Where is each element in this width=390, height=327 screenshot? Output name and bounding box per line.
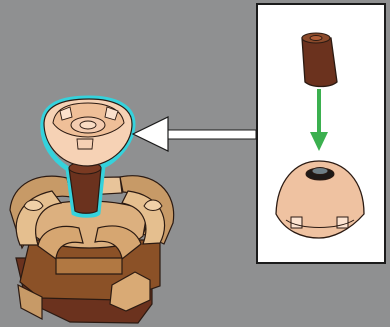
- inset-cone-hole: [310, 36, 322, 41]
- inset-assembly-arrow-head: [310, 132, 328, 151]
- cone-piece: [69, 168, 101, 213]
- head-center-stud-inner: [80, 121, 96, 129]
- inset-panel: [256, 3, 386, 264]
- base-front-detail: [56, 258, 122, 274]
- inset-head-notch-left: [291, 217, 302, 228]
- head-notch-front: [77, 139, 93, 149]
- callout-arrow: [133, 117, 256, 151]
- inset-head-notch-right: [337, 217, 348, 228]
- inset-head-top-hole: [312, 168, 328, 175]
- callout-arrow-shaft: [162, 130, 256, 139]
- callout-arrow-head: [133, 117, 168, 151]
- inset-illustration: [258, 5, 384, 262]
- inset-cone-piece: [302, 38, 337, 87]
